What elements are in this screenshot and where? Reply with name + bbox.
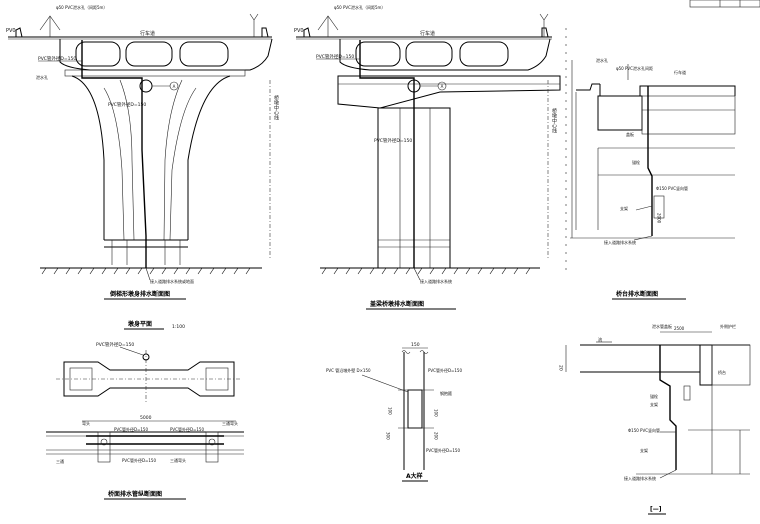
detail-a-dim-1: 100 <box>434 409 439 417</box>
view-detail-a: 150 PVC 管沿墩外壁 D×150 PVC管外径D=150 钢抱箍 PVC管… <box>326 342 462 482</box>
view3-outfall: 接入道路排水系统 <box>604 239 636 245</box>
view1-road-label: 行车道 <box>140 30 155 37</box>
view2-tag: A <box>441 84 444 89</box>
detail-b-3: 桥台 <box>718 369 726 375</box>
elev-title: 桥面排水管纵断面图 <box>108 490 162 498</box>
detail-b-2: 外侧护栏 <box>720 323 736 329</box>
view1-outfall: 接入道路排水系统或地面 <box>150 278 194 284</box>
elev-label-0: PVC管外径D=150 <box>114 426 148 432</box>
detail-b-7: 支架 <box>640 447 648 453</box>
view1-tag: A <box>173 84 176 89</box>
elev-tag-0: 弯头 <box>82 420 90 426</box>
view-tapered-pier: A PV0 行车道 φ50 PVC泄水孔（间距5m） PVC管外径D=150 P… <box>6 4 279 300</box>
plan-title: 墩身平面 <box>128 320 152 328</box>
view2-title: 盖梁桥墩排水断面图 <box>370 300 424 308</box>
view-detail-b: 20 流 泄水管盖板 2500 外侧护栏 桥台 锚栓 支架 Φ150 PVC竖向… <box>558 323 751 515</box>
view1-corner: PV0 <box>6 28 16 34</box>
detail-b-5: 支架 <box>650 401 658 407</box>
detail-b-4: 锚栓 <box>650 393 658 399</box>
plan-scale: 1:100 <box>172 324 185 330</box>
detail-a-dim-3: 200 <box>434 432 439 440</box>
view2-centerline: 桥墩中心线 <box>551 107 557 133</box>
view1-title: 倒梯形墩身排水断面图 <box>109 290 170 298</box>
view3-pipe-label: Φ150 PVC竖向管 <box>656 185 688 191</box>
view-straight-pier: A PV0 行车道 φ50 PVC泄水孔（间距5m） PVC管外径D=150 P… <box>294 4 561 310</box>
view3-dim: 2000 <box>657 213 662 224</box>
view1-deck-pipe: PVC管外径D=150 <box>38 55 76 62</box>
detail-a-left: PVC 管沿墩外壁 D×150 <box>326 367 371 373</box>
detail-b-1: 2500 <box>674 326 685 331</box>
detail-a-top: 150 <box>411 342 420 348</box>
elev-label-1: PVC管外径D=150 <box>170 426 204 432</box>
view3-left-0: 盖板 <box>626 131 634 137</box>
view2-pier-pipe: PVC管外径D=150 <box>374 137 412 144</box>
view3-title: 桥台排水断面图 <box>616 290 658 298</box>
detail-a-dim-2: 300 <box>386 432 391 440</box>
view1-grate-note: φ50 PVC泄水孔（间距5m） <box>56 4 107 10</box>
view-plan: 墩身平面 1:100 PVC管外径D=150 <box>56 320 242 404</box>
view2-corner: PV0 <box>294 28 304 34</box>
detail-b-6: Φ150 PVC竖向管 <box>628 427 660 433</box>
view2-outfall: 接入道路排水系统 <box>420 278 452 284</box>
detail-a-right-low: PVC管外径D=150 <box>426 447 460 453</box>
view-elevation: 5000 PVC管外径D=150 PVC管外径D=150 PVC管外径D=150… <box>46 415 244 500</box>
view3-left-2: 支架 <box>620 205 628 211</box>
view2-deck-pipe: PVC管外径D=150 <box>316 53 354 60</box>
detail-a-dim-0: 100 <box>388 407 393 415</box>
view1-centerline: 桥墩中心线 <box>273 94 279 120</box>
view3-top-2: 行车道 <box>674 69 686 75</box>
view3-left-1: 锚栓 <box>632 159 640 165</box>
detail-b-0: 泄水管盖板 <box>652 323 672 329</box>
view1-drop-pipe: PVC管外径D=150 <box>108 101 146 108</box>
view3-top-0: 泄水孔 <box>596 57 608 63</box>
view2-road-label: 行车道 <box>420 30 435 37</box>
title-block <box>689 0 760 8</box>
detail-b-dim-left: 20 <box>558 365 564 371</box>
elev-span: 5000 <box>140 415 152 421</box>
view1-inlet: 泄水孔 <box>36 74 48 80</box>
detail-a-title: A大样 <box>406 472 423 480</box>
detail-b-arrow: 流 <box>598 336 602 342</box>
elev-tag-2: 三通弯头 <box>170 457 186 463</box>
view-abutment: 泄水孔 φ50 PVC泄水孔间距 行车道 Φ150 PVC竖向管 2000 盖板… <box>565 28 736 300</box>
elev-label-2: PVC管外径D=150 <box>122 457 156 463</box>
elev-tag-3: 三通弯头 <box>222 420 238 426</box>
detail-b-title: [—] <box>650 506 662 513</box>
plan-pipe-label: PVC管外径D=150 <box>96 341 134 348</box>
plan-pipe-circle <box>142 353 150 361</box>
elev-tag-1: 三通 <box>56 458 64 464</box>
detail-a-right-top: PVC管外径D=150 <box>428 367 462 373</box>
detail-b-8: 接入道路排水系统 <box>624 475 656 481</box>
view2-grate-note: φ50 PVC泄水孔（间距5m） <box>334 4 385 10</box>
detail-a-right-mid: 钢抱箍 <box>440 390 452 396</box>
view3-top-1: φ50 PVC泄水孔间距 <box>616 65 653 71</box>
